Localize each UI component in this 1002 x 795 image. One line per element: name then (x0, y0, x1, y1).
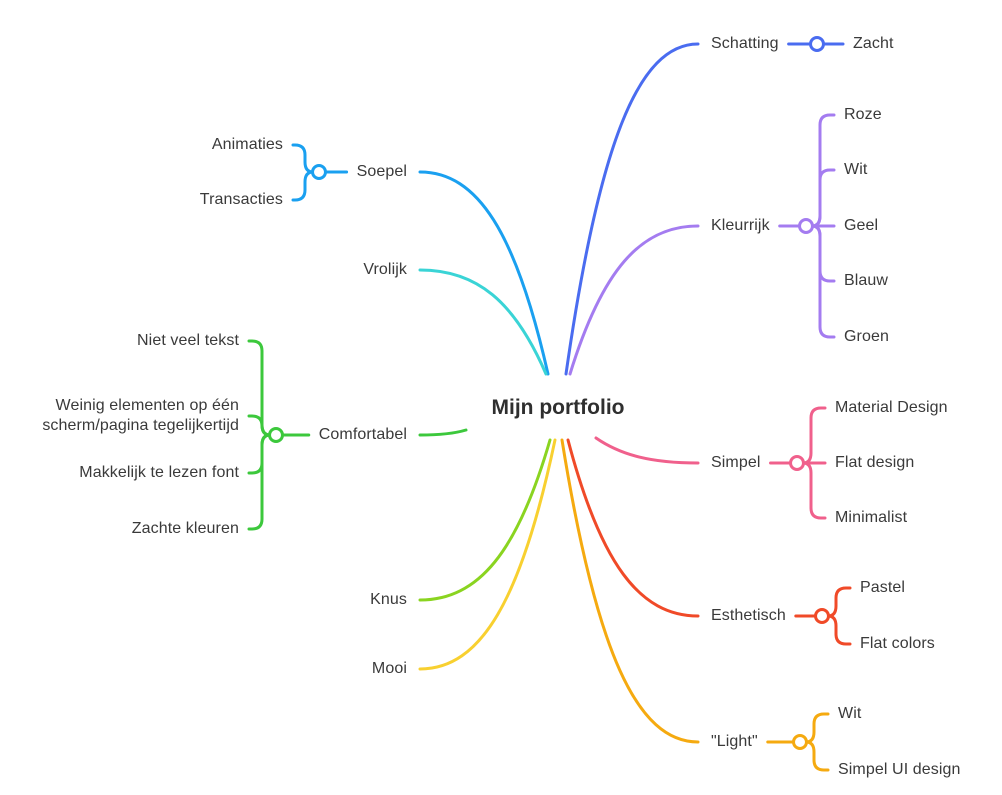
branch-connector-kleurrijk (568, 224, 700, 376)
topic-knus[interactable]: Knus (370, 591, 407, 608)
subtopic-light-1[interactable]: Simpel UI design (838, 761, 961, 778)
child-connector-light-1 (804, 740, 830, 772)
subtopic-soepel-1[interactable]: Transacties (199, 191, 283, 208)
child-connector-light-0 (804, 712, 830, 744)
branch-connector-light (560, 438, 700, 744)
subtopic-kleurrijk-0[interactable]: Roze (844, 106, 882, 123)
subtopic-simpel-2[interactable]: Minimalist (835, 509, 908, 526)
branch-connector-esthetisch (566, 438, 700, 618)
collapse-toggle-kleurrijk[interactable] (798, 218, 814, 234)
collapse-toggle-schatting[interactable] (809, 36, 825, 52)
subtopic-comfortabel-1[interactable]: Weinig elementen op één scherm/pagina te… (42, 397, 239, 434)
subtopic-kleurrijk-2[interactable]: Geel (844, 217, 879, 234)
child-connector-simpel-0 (801, 406, 827, 465)
root-topic[interactable]: Mijn portfolio (491, 396, 625, 419)
topic-comfortabel[interactable]: Comfortabel (318, 426, 407, 443)
branch-connector-comfortabel (418, 428, 468, 437)
subtopic-comfortabel-0[interactable]: Niet veel tekst (137, 332, 239, 349)
topic-esthetisch[interactable]: Esthetisch (711, 607, 786, 624)
branch-connector-schatting (564, 42, 700, 376)
subtopic-kleurrijk-4[interactable]: Groen (844, 328, 889, 345)
subtopic-simpel-0[interactable]: Material Design (835, 399, 948, 416)
topic-schatting[interactable]: Schatting (711, 35, 779, 52)
topic-mooi[interactable]: Mooi (371, 660, 407, 677)
subtopic-kleurrijk-1[interactable]: Wit (844, 161, 868, 178)
topic-light[interactable]: "Light" (711, 733, 758, 750)
topic-vrolijk[interactable]: Vrolijk (363, 261, 407, 278)
subtopic-simpel-1[interactable]: Flat design (835, 454, 915, 471)
subtopic-comfortabel-3[interactable]: Zachte kleuren (131, 520, 239, 537)
collapse-toggle-light[interactable] (792, 734, 808, 750)
child-connector-esthetisch-0 (826, 586, 852, 618)
topic-kleurrijk[interactable]: Kleurrijk (711, 217, 770, 234)
collapse-toggle-esthetisch[interactable] (814, 608, 830, 624)
branch-connector-soepel (418, 170, 550, 376)
child-connector-kleurrijk-4 (810, 224, 836, 339)
collapse-toggle-soepel[interactable] (311, 164, 327, 180)
topic-soepel[interactable]: Soepel (356, 163, 407, 180)
subtopic-schatting-0[interactable]: Zacht (853, 35, 894, 52)
child-connector-soepel-0 (291, 143, 315, 174)
child-connector-kleurrijk-1 (810, 168, 836, 228)
collapse-toggle-comfortabel[interactable] (268, 427, 284, 443)
subtopic-soepel-0[interactable]: Animaties (211, 136, 283, 153)
child-connector-soepel-1 (291, 170, 315, 202)
child-connector-simpel-2 (801, 461, 827, 520)
subtopic-kleurrijk-3[interactable]: Blauw (844, 272, 889, 289)
child-connector-comfortabel-3 (247, 433, 272, 531)
child-connector-esthetisch-1 (826, 614, 852, 646)
subtopic-comfortabel-2[interactable]: Makkelijk te lezen font (79, 464, 239, 481)
subtopic-esthetisch-1[interactable]: Flat colors (860, 635, 935, 652)
child-connector-comfortabel-2 (247, 433, 272, 475)
branch-connector-vrolijk (418, 268, 548, 376)
subtopic-esthetisch-0[interactable]: Pastel (860, 579, 906, 596)
subtopic-light-0[interactable]: Wit (838, 705, 862, 722)
child-connector-kleurrijk-3 (810, 224, 836, 283)
branch-connector-simpel (594, 436, 700, 465)
collapse-toggle-simpel[interactable] (789, 455, 805, 471)
topic-simpel[interactable]: Simpel (711, 454, 761, 471)
branch-connector-mooi (418, 438, 557, 671)
child-connector-comfortabel-1 (247, 414, 272, 437)
branch-connector-knus (418, 438, 552, 602)
